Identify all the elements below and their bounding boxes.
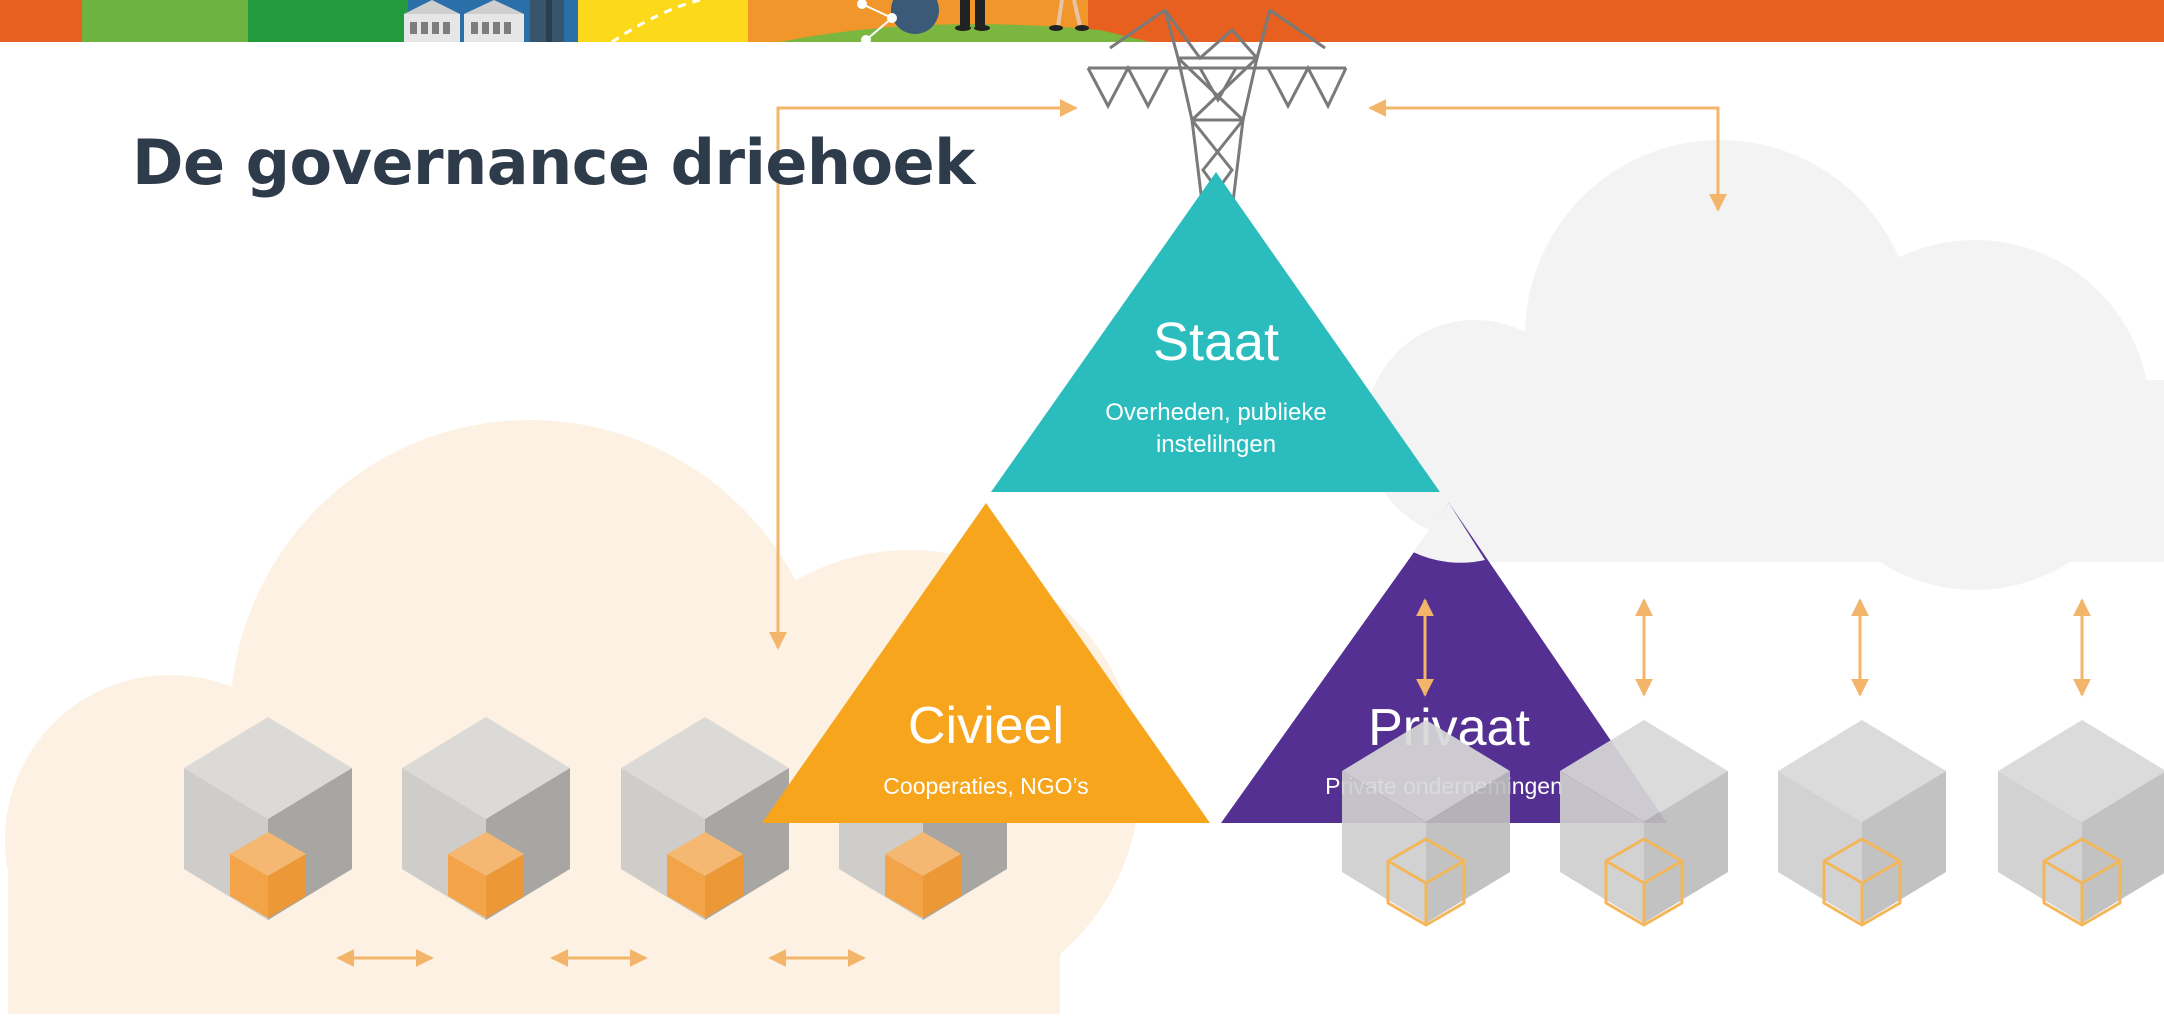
staat-title: Staat <box>1153 312 1279 372</box>
private-blocks <box>1340 718 2164 927</box>
top-banner <box>0 0 2164 45</box>
connector-arrows <box>769 99 1727 650</box>
staat-triangle: Staat Overheden, publieke instelilngen <box>991 172 1440 492</box>
network-globe-icon <box>857 0 939 45</box>
staat-subtitle-line1: Overheden, publieke <box>1105 399 1326 426</box>
private-link-arrows <box>1416 598 2091 697</box>
people-icon <box>955 0 1089 31</box>
staat-subtitle-line2: instelilngen <box>1156 431 1276 458</box>
civieel-triangle: Civieel Cooperaties, NGO’s <box>762 503 1210 823</box>
civieel-subtitle: Cooperaties, NGO’s <box>883 773 1088 799</box>
private-cloud <box>1365 140 2164 590</box>
page-title: De governance driehoek <box>132 126 975 199</box>
factory-icon <box>404 0 564 42</box>
outline-cube-block-icon <box>1996 718 2164 927</box>
outline-cube-block-icon <box>1776 718 1948 927</box>
civieel-title: Civieel <box>908 697 1064 755</box>
privaat-triangle: Privaat Private ondernemingen <box>1221 503 1667 823</box>
